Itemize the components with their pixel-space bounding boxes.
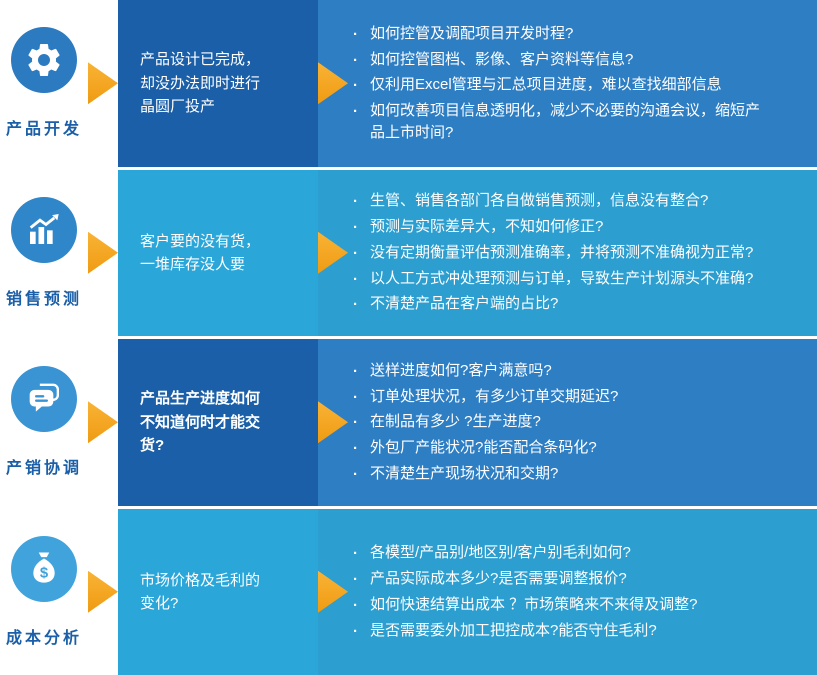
money-bag-icon: $ — [11, 535, 77, 602]
arrow-right-icon — [88, 339, 118, 506]
question-item: 没有定期衡量评估预测准确率，并将预测不准确视为正常? — [353, 239, 774, 264]
category-label: 销售预测 — [5, 290, 82, 308]
questions-panel: 如何控管及调配项目开发时程? 如何控管图档、影像、客户资料等信息? 仅利用Exc… — [318, 0, 817, 167]
question-list: 送样进度如何?客户满意吗? 订单处理状况，有多少订单交期延迟? 在制品有多少 ?… — [353, 356, 774, 489]
question-item: 预测与实际差异大，不知如何修正? — [353, 213, 774, 238]
chat-bubbles-icon — [11, 366, 77, 433]
question-item: 各模型/产品别/地区别/客户别毛利如何? — [353, 539, 774, 564]
arrow-right-icon — [88, 0, 118, 167]
question-item: 如何快速结算出成本 ？市场策略来不来得及调整? — [353, 591, 774, 616]
arrow-right-icon — [88, 231, 118, 274]
question-item: 送样进度如何?客户满意吗? — [353, 357, 774, 382]
questions-panel: 送样进度如何?客户满意吗? 订单处理状况，有多少订单交期延迟? 在制品有多少 ?… — [318, 339, 817, 506]
category-label: 成本分析 — [5, 629, 82, 647]
arrow-right-icon — [318, 231, 348, 274]
question-item: 在制品有多少 ?生产进度? — [353, 408, 774, 433]
row-sales-forecast: 销售预测 客户要的没有货，一堆库存没人要 生管、销售各部门各自做销售预测，信息没… — [0, 169, 817, 336]
questions-panel: 各模型/产品别/地区别/客户别毛利如何? 产品实际成本多少?是否需要调整报价? … — [318, 508, 817, 675]
gear-wrench-icon — [11, 27, 77, 94]
category-cost-analysis: $ 成本分析 — [0, 508, 88, 675]
question-item: 生管、销售各部门各自做销售预测，信息没有整合? — [353, 187, 774, 212]
arrow-right-icon — [318, 570, 348, 613]
category-sales-forecast: 销售预测 — [0, 169, 88, 336]
category-label: 产销协调 — [5, 460, 82, 478]
problem-panel: 市场价格及毛利的变化? — [118, 508, 318, 675]
problem-text: 客户要的没有货，一堆库存没人要 — [140, 232, 261, 273]
question-item: 如何控管及调配项目开发时程? — [353, 20, 774, 45]
question-item: 以人工方式冲处理预测与订单，导致生产计划源头不准确? — [353, 265, 774, 290]
arrow-right-icon — [318, 401, 348, 444]
question-item: 如何控管图档、影像、客户资料等信息? — [353, 46, 774, 71]
question-list: 如何控管及调配项目开发时程? 如何控管图档、影像、客户资料等信息? 仅利用Exc… — [353, 19, 774, 148]
questions-panel: 生管、销售各部门各自做销售预测，信息没有整合? 预测与实际差异大，不知如何修正?… — [318, 169, 817, 336]
question-item: 是否需要委外加工把控成本?能否守住毛利? — [353, 617, 774, 642]
question-item: 不清楚产品在客户端的占比? — [353, 290, 774, 315]
question-item: 外包厂产能状况?能否配合条码化? — [353, 434, 774, 459]
problem-text: 产品设计已完成，却没办法即时进行晶圆厂投产 — [140, 51, 261, 115]
question-item: 仅利用Excel管理与汇总项目进度，难以查找细部信息 — [353, 71, 774, 96]
arrow-right-icon — [88, 508, 118, 675]
svg-text:$: $ — [40, 565, 49, 581]
row-product-development: 产品开发 产品设计已完成，却没办法即时进行晶圆厂投产 如何控管及调配项目开发时程… — [0, 0, 817, 167]
row-cost-analysis: $ 成本分析 市场价格及毛利的变化? 各模型/产品别/地区别/客户别毛利如何? … — [0, 508, 817, 675]
problem-panel: 客户要的没有货，一堆库存没人要 — [118, 169, 318, 336]
category-product-development: 产品开发 — [0, 0, 88, 167]
problem-panel: 产品设计已完成，却没办法即时进行晶圆厂投产 — [118, 0, 318, 167]
problem-text: 市场价格及毛利的变化? — [140, 571, 261, 612]
category-label: 产品开发 — [5, 121, 82, 139]
arrow-right-icon — [318, 62, 348, 105]
question-list: 各模型/产品别/地区别/客户别毛利如何? 产品实际成本多少?是否需要调整报价? … — [353, 538, 774, 645]
problem-text: 产品生产进度如何不知道何时才能交货? — [140, 390, 261, 454]
category-production-sales-coordination: 产销协调 — [0, 339, 88, 506]
question-item: 不清楚生产现场状况和交期? — [353, 460, 774, 485]
question-item: 如何改善项目信息透明化，减少不必要的沟通会议，缩短产品上市时间? — [353, 97, 774, 144]
bar-chart-trend-icon — [11, 196, 77, 263]
arrow-right-icon — [88, 570, 118, 613]
question-item: 产品实际成本多少?是否需要调整报价? — [353, 565, 774, 590]
question-list: 生管、销售各部门各自做销售预测，信息没有整合? 预测与实际差异大，不知如何修正?… — [353, 186, 774, 319]
problem-panel: 产品生产进度如何不知道何时才能交货? — [118, 339, 318, 506]
row-production-sales-coordination: 产销协调 产品生产进度如何不知道何时才能交货? 送样进度如何?客户满意吗? 订单… — [0, 339, 817, 506]
question-item: 订单处理状况，有多少订单交期延迟? — [353, 383, 774, 408]
arrow-right-icon — [88, 169, 118, 336]
arrow-right-icon — [88, 62, 118, 105]
arrow-right-icon — [88, 401, 118, 444]
